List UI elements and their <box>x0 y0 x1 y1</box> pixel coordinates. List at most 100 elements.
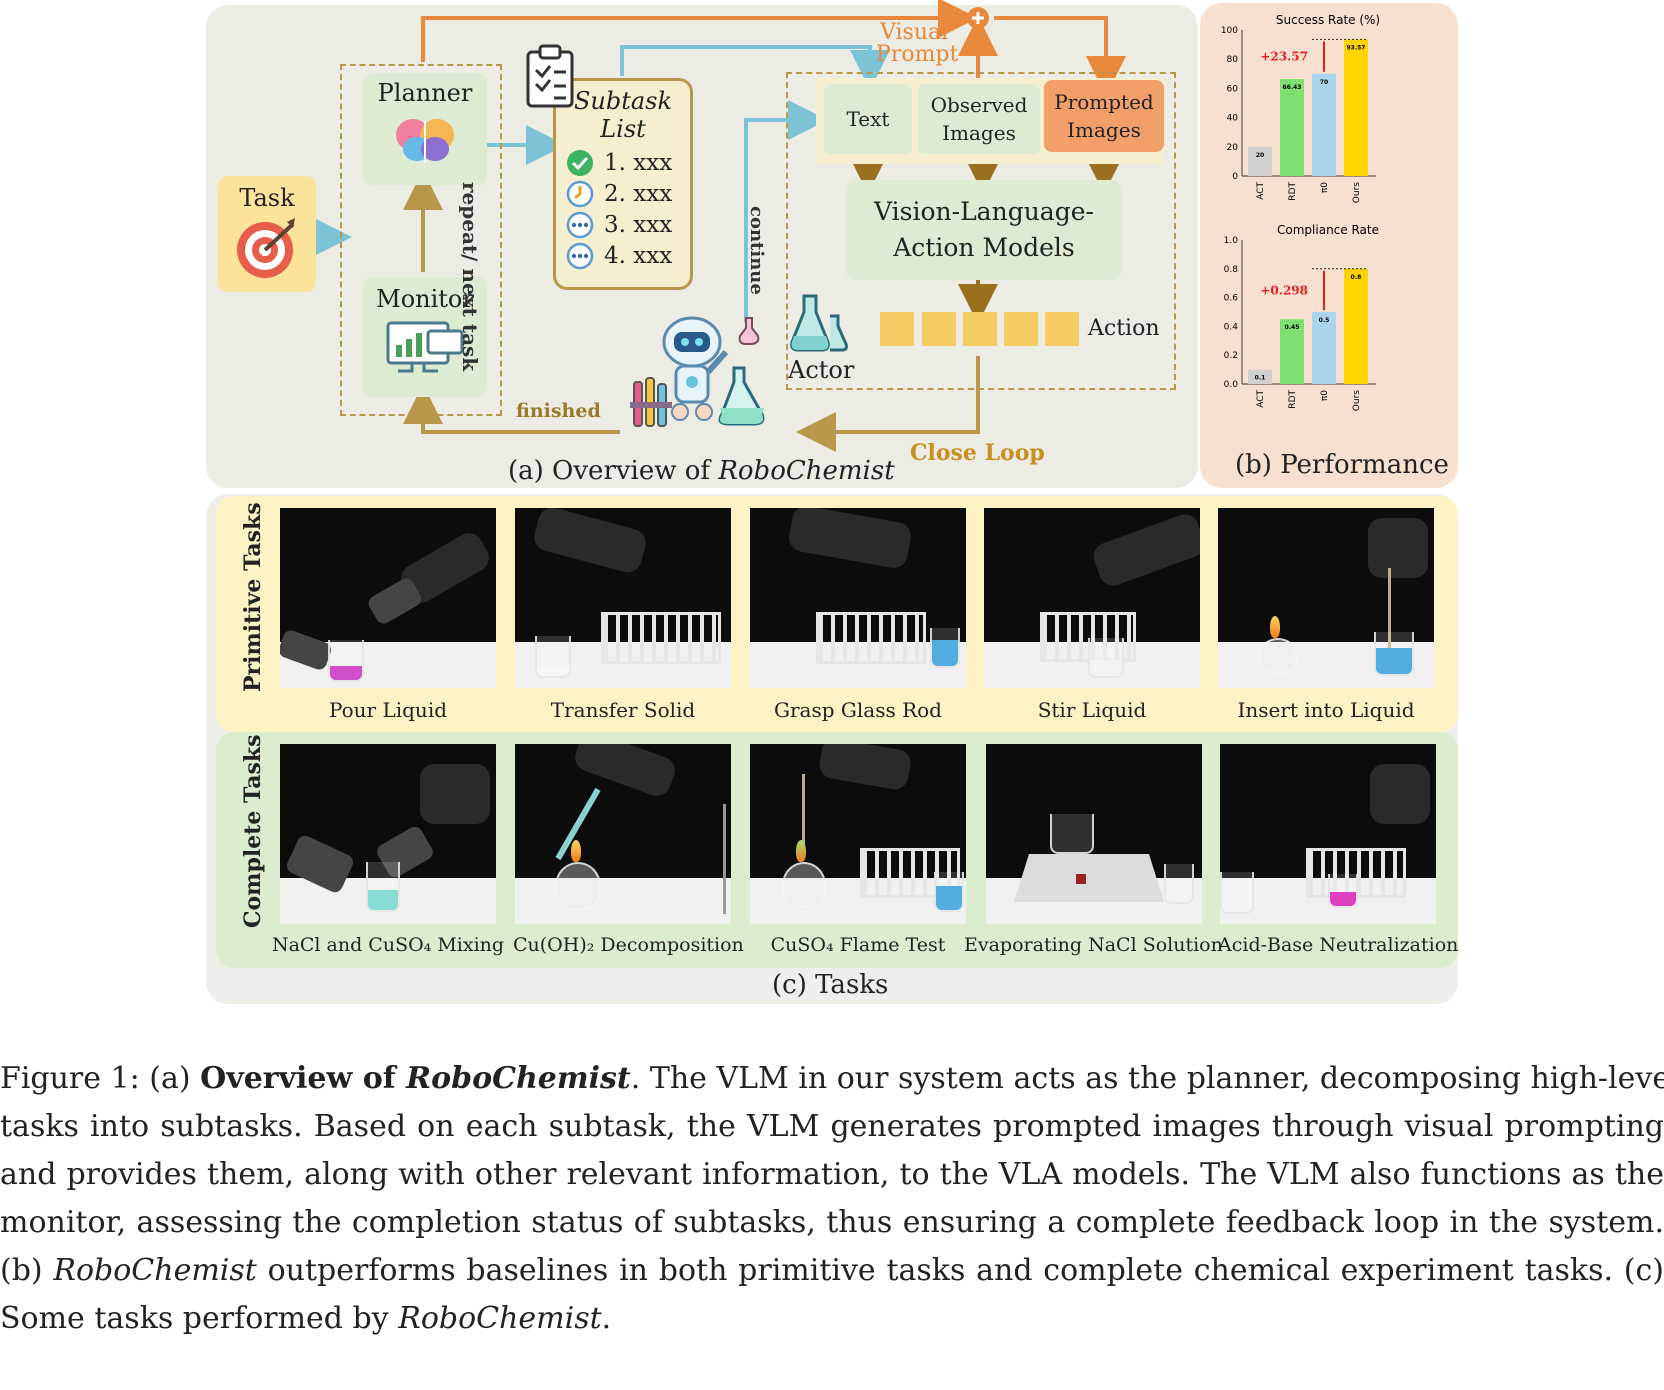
task-caption: Pour Liquid <box>328 698 448 722</box>
y-tick-label: 0.6 <box>1224 294 1239 304</box>
panel-a-caption: (a) Overview of RoboChemist <box>508 456 895 486</box>
clock-icon <box>566 180 594 208</box>
subtask-item-1: 1. xxx <box>566 148 672 178</box>
subtask-item-2: 2. xxx <box>566 179 672 209</box>
close-loop-arrow <box>796 356 980 452</box>
panel-c-caption: (c) Tasks <box>772 970 889 1000</box>
task-photo-transfer-solid <box>515 508 731 688</box>
observed-images-box: Observed Images <box>918 84 1040 154</box>
task-caption: NaCl and CuSO₄ Mixing <box>271 934 505 956</box>
x-tick-label: Ours <box>1352 182 1362 203</box>
bar-value-label: 0.1 <box>1255 375 1266 382</box>
bar-value-label: 0.45 <box>1285 324 1300 331</box>
task-caption: CuSO₄ Flame Test <box>770 934 946 956</box>
figure-caption: Figure 1: (a) Overview of RoboChemist. T… <box>0 1055 1664 1343</box>
bar-value-label: 0.5 <box>1319 317 1330 324</box>
flask-icon <box>790 294 848 352</box>
primitive-tasks-title: Primitive Tasks <box>240 502 266 692</box>
caption-line-5: (b) RoboChemist outperforms baselines in… <box>0 1253 1664 1288</box>
monitor-icon <box>386 321 464 373</box>
task-photo-evaporating-nacl <box>986 744 1202 924</box>
y-tick-label: 60 <box>1227 84 1239 94</box>
y-tick-label: 0.4 <box>1224 322 1239 332</box>
caption-line-1: Figure 1: (a) Overview of RoboChemist. T… <box>0 1061 1664 1096</box>
bar <box>1312 312 1336 384</box>
subtask-list-title-1: Subtask <box>573 87 673 115</box>
continue-label: continue <box>746 206 767 295</box>
x-tick-label: RDT <box>1288 182 1298 201</box>
action-token <box>1004 312 1038 346</box>
pending-icon <box>566 242 594 270</box>
bar-value-label: 93.57 <box>1347 44 1366 51</box>
chart-title: Success Rate (%) <box>1276 13 1380 27</box>
check-icon <box>567 150 593 176</box>
y-tick-label: 0 <box>1232 172 1238 182</box>
vla-box: Vision-Language- Action Models <box>846 180 1122 280</box>
clipboard-icon <box>526 44 574 108</box>
bar <box>1312 73 1336 176</box>
monitor-box: Monitor <box>363 277 487 397</box>
y-tick-label: 80 <box>1227 55 1239 65</box>
y-tick-label: 0.8 <box>1224 265 1239 275</box>
action-token <box>1045 312 1079 346</box>
task-photo-cuso4-flame-test <box>750 744 966 924</box>
robot-icon <box>630 316 765 427</box>
y-tick-label: 40 <box>1227 114 1239 124</box>
bar-value-label: 70 <box>1320 79 1328 86</box>
caption-line-2: tasks into subtasks. Based on each subta… <box>0 1109 1664 1144</box>
chart-title: Compliance Rate <box>1277 223 1379 237</box>
bar <box>1280 79 1304 176</box>
caption-line-6: Some tasks performed by RoboChemist. <box>0 1301 612 1336</box>
gap-annotation: +0.298 <box>1260 283 1308 297</box>
visual-prompt-label-2: Prompt <box>876 42 959 67</box>
performance-charts: Success Rate (%)02040608010020ACT66.43RD… <box>1221 13 1380 411</box>
finished-label: finished <box>516 400 601 422</box>
repeat-next-task-label: repeat/ next task <box>458 182 482 372</box>
finished-arrow <box>403 384 620 434</box>
x-tick-label: π0 <box>1320 182 1330 193</box>
brain-icon <box>396 119 454 163</box>
caption-line-3: and provides them, along with other rele… <box>0 1157 1664 1192</box>
task-photo-nacl-cuso4-mixing <box>280 744 496 924</box>
actor-label: Actor <box>788 356 855 384</box>
task-photo-grasp-glass-rod <box>750 508 966 688</box>
task-caption: Insert into Liquid <box>1237 698 1415 722</box>
task-photo-acid-base-neutralization <box>1220 744 1436 924</box>
task-caption: Grasp Glass Rod <box>774 698 942 722</box>
monitor-label: Monitor <box>376 285 474 313</box>
bar <box>1248 369 1272 384</box>
subtask-item-3: 3. xxx <box>566 210 672 240</box>
gap-annotation: +23.57 <box>1260 50 1308 64</box>
x-tick-label: Ours <box>1352 390 1362 411</box>
close-loop-label: Close Loop <box>910 440 1045 466</box>
planner-box: Planner <box>363 73 487 185</box>
x-tick-label: ACT <box>1256 181 1266 199</box>
x-tick-label: ACT <box>1256 389 1266 407</box>
y-tick-label: 0.2 <box>1224 351 1238 361</box>
bar <box>1248 146 1272 176</box>
x-tick-label: π0 <box>1320 390 1330 401</box>
x-tick-label: RDT <box>1288 390 1298 409</box>
subtask-to-text-arrow <box>620 45 890 90</box>
task-photo-stir-liquid <box>984 508 1200 688</box>
task-box: Task <box>218 176 316 292</box>
task-caption: Evaporating NaCl Solution <box>964 934 1223 956</box>
complete-tasks-title: Complete Tasks <box>240 734 266 928</box>
subtask-item-4: 4. xxx <box>566 241 672 271</box>
pending-icon <box>566 211 594 239</box>
caption-line-4: monitor, assessing the completion status… <box>0 1205 1664 1240</box>
action-label: Action <box>1088 316 1160 341</box>
text-input-box: Text <box>824 84 912 154</box>
subtask-list-title-2: List <box>600 115 646 143</box>
bar-value-label: 20 <box>1256 152 1264 159</box>
bar <box>1344 39 1368 176</box>
task-caption: Cu(OH)₂ Decomposition <box>513 934 744 956</box>
actor-frame <box>786 72 1176 390</box>
action-token <box>880 312 914 346</box>
panel-b-caption: (b) Performance <box>1235 450 1449 480</box>
action-token <box>963 312 997 346</box>
planner-monitor-frame <box>340 64 502 416</box>
target-icon <box>237 218 295 278</box>
y-tick-label: 100 <box>1221 26 1238 36</box>
task-photo-cuoh2-decomposition <box>515 744 731 924</box>
